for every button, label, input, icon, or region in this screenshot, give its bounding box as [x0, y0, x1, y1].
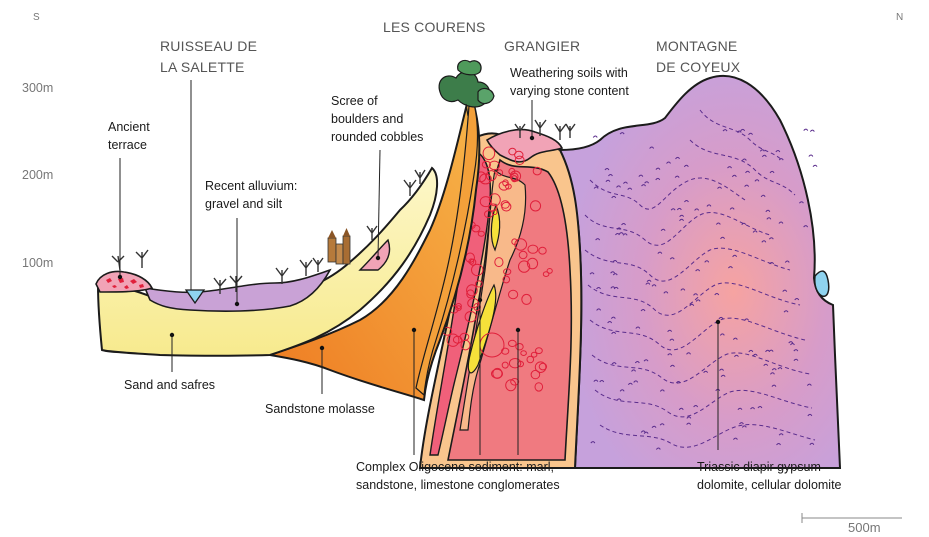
label-triassic-1: Triassic diapir gypsum — [697, 460, 821, 474]
scale-bar-label: 500m — [848, 520, 881, 535]
label-weathering-2: varying stone content — [510, 84, 629, 98]
label-scree-3: rounded cobbles — [331, 130, 423, 144]
label-ancient-terrace-2: terrace — [108, 138, 147, 152]
diapir-tick — [804, 129, 808, 131]
place-montagne-line2: DE COYEUX — [656, 59, 741, 75]
label-oligocene-2: sandstone, limestone conglomerates — [356, 478, 560, 492]
diapir-tick — [810, 130, 814, 132]
place-ruisseau-line2: LA SALETTE — [160, 59, 244, 75]
place-montagne-line1: MONTAGNE — [656, 38, 737, 54]
label-triassic-2: dolomite, cellular dolomite — [697, 478, 842, 492]
label-sandstone-molasse: Sandstone molasse — [265, 402, 375, 416]
label-recent-alluvium-2: gravel and silt — [205, 197, 283, 211]
diapir-tick — [813, 165, 817, 167]
place-ruisseau-line1: RUISSEAU DE — [160, 38, 257, 54]
village-buildings — [328, 228, 350, 264]
label-scree-2: boulders and — [331, 112, 403, 126]
diapir-tick — [593, 136, 597, 138]
label-scree-1: Scree of — [331, 94, 378, 108]
diapir-tick — [809, 155, 813, 157]
south-marker: S — [33, 12, 40, 23]
place-grangier: GRANGIER — [504, 38, 580, 54]
summit-trees — [439, 60, 494, 116]
north-marker: N — [896, 12, 903, 23]
elevation-100m: 100m — [22, 256, 53, 270]
label-recent-alluvium-1: Recent alluvium: — [205, 179, 297, 193]
ancient-terrace-layer — [96, 272, 152, 293]
triassic-diapir-layer — [560, 76, 840, 468]
label-sand-safres: Sand and safres — [124, 378, 215, 392]
elevation-300m: 300m — [22, 81, 53, 95]
label-weathering-1: Weathering soils with — [510, 66, 628, 80]
label-oligocene-1: Complex Oligocene sediment: marl, — [356, 460, 554, 474]
place-les-courens: LES COURENS — [383, 19, 486, 35]
label-ancient-terrace-1: Ancient — [108, 120, 150, 134]
elevation-200m: 200m — [22, 168, 53, 182]
